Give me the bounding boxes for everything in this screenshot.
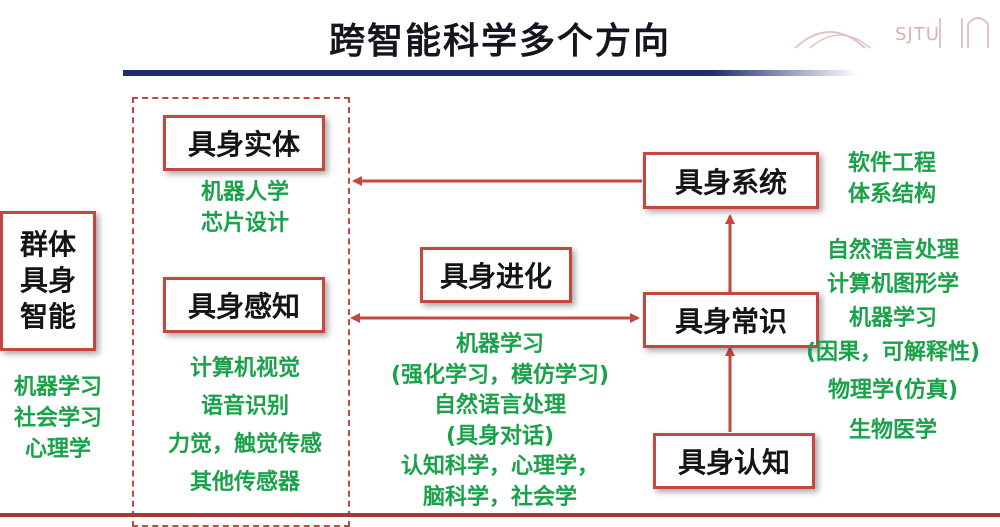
topic-text: 体系结构: [847, 182, 936, 207]
entity-topics: 机器人学 芯片设计: [180, 177, 310, 239]
group-topics: 机器学习 社会学习 心理学: [2, 372, 114, 465]
topic-text: 其他传感器: [189, 470, 300, 495]
topic-text: 机器学习: [848, 306, 937, 331]
topic-text: 计算机图形学: [826, 272, 959, 297]
topic-text: 力觉，触觉传感: [167, 432, 322, 457]
topic-text: 机器学习: [455, 332, 544, 357]
box-embodied-common-sense: 具身常识: [643, 292, 819, 348]
topic-text: (因果，可解释性): [805, 340, 981, 365]
evolution-topics: 机器学习 (强化学习，模仿学习) 自然语言处理 (具身对话) 认知科学，心理学，…: [365, 330, 635, 513]
box-embodied-system: 具身系统: [643, 152, 819, 209]
system-topics: 软件工程 体系结构: [834, 148, 950, 210]
topic-text: 语音识别: [200, 394, 289, 419]
box-group-line: 智能: [19, 300, 76, 333]
sjtu-logo-text: SJTU: [895, 24, 940, 45]
topic-text: 自然语言处理: [826, 238, 959, 263]
topic-text: 社会学习: [13, 406, 102, 431]
box-embodied-entity: 具身实体: [163, 115, 325, 171]
topic-text: 自然语言处理: [433, 393, 566, 418]
topic-text: 心理学: [24, 437, 91, 462]
topic-text: 机器学习: [13, 375, 102, 400]
title-underline: [123, 70, 858, 76]
topic-text: 机器人学: [200, 180, 289, 205]
box-embodied-cognition: 具身认知: [653, 433, 815, 489]
topic-text: 生物医学: [848, 418, 937, 443]
common-sense-topics: 自然语言处理 计算机图形学 机器学习 (因果，可解释性) 物理学(仿真) 生物医…: [788, 234, 998, 448]
topic-text: 物理学(仿真): [827, 378, 959, 403]
box-embodied-perception: 具身感知: [163, 277, 325, 333]
perception-topics: 计算机视觉 语音识别 力觉，触觉传感 其他传感器: [140, 350, 350, 502]
topic-text: 计算机视觉: [189, 356, 300, 381]
topic-text: 脑科学，社会学: [422, 484, 577, 510]
topic-text: 芯片设计: [200, 211, 289, 236]
box-group-intelligence: 群体 具身 智能: [0, 211, 96, 351]
sjtu-logo-icon: [794, 17, 989, 49]
topic-text: 认知科学，心理学，: [400, 454, 599, 479]
page-title: 跨智能科学多个方向: [328, 21, 671, 62]
box-group-line: 群体: [19, 228, 76, 261]
topic-text: 软件工程: [847, 151, 936, 176]
topic-text: (具身对话): [445, 423, 555, 449]
topic-text: (强化学习，模仿学习): [390, 362, 610, 388]
box-embodied-evolution: 具身进化: [420, 247, 572, 303]
box-group-line: 具身: [19, 264, 76, 297]
bottom-bar: [0, 513, 1000, 517]
